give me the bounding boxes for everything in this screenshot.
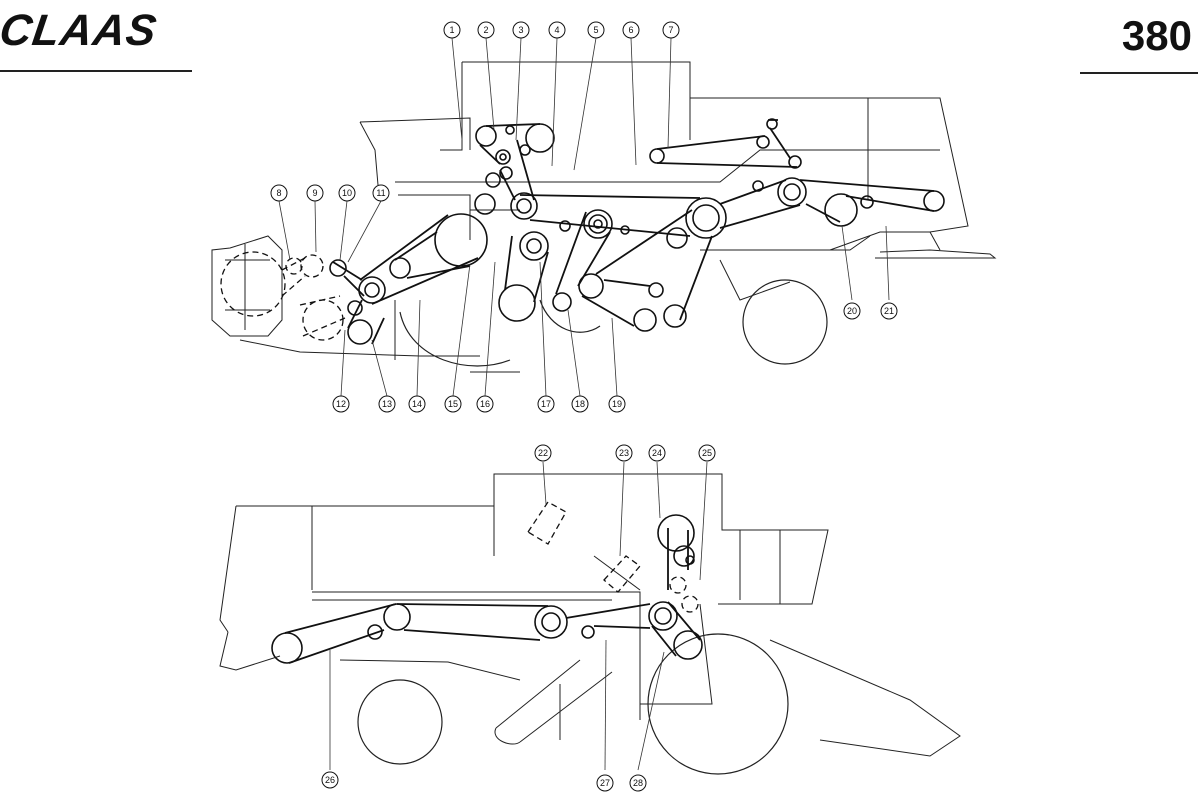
- top-dashed-parts: [220, 251, 346, 341]
- svg-text:20: 20: [847, 306, 857, 316]
- page-number-divider: [1080, 72, 1198, 74]
- svg-text:19: 19: [612, 399, 622, 409]
- svg-text:7: 7: [668, 25, 673, 35]
- callout-3: 3: [512, 21, 530, 39]
- svg-text:22: 22: [538, 448, 548, 458]
- callout-27: 27: [596, 774, 614, 792]
- svg-text:24: 24: [652, 448, 662, 458]
- callout-17: 17: [537, 395, 555, 413]
- top-front-wheel-arc: [399, 311, 511, 367]
- svg-text:8: 8: [276, 188, 281, 198]
- callout-16: 16: [476, 395, 494, 413]
- svg-text:1: 1: [449, 25, 454, 35]
- callouts: 1 2 3 4 5 6 7 8 9 10 11 12 13 14 15 16 1…: [270, 21, 898, 792]
- callout-20: 20: [843, 302, 861, 320]
- svg-text:16: 16: [480, 399, 490, 409]
- callout-23: 23: [615, 444, 633, 462]
- callout-8: 8: [270, 184, 288, 202]
- svg-text:14: 14: [412, 399, 422, 409]
- svg-text:10: 10: [342, 188, 352, 198]
- bottom-pulleys: [271, 514, 703, 664]
- svg-text:5: 5: [593, 25, 598, 35]
- top-pulleys: [329, 118, 945, 345]
- callout-5: 5: [587, 21, 605, 39]
- svg-text:6: 6: [628, 25, 633, 35]
- callout-28: 28: [629, 774, 647, 792]
- svg-text:9: 9: [312, 188, 317, 198]
- svg-text:15: 15: [448, 399, 458, 409]
- svg-text:2: 2: [483, 25, 488, 35]
- callout-10: 10: [338, 184, 356, 202]
- callout-1: 1: [443, 21, 461, 39]
- logo-divider: [0, 70, 192, 72]
- callout-24: 24: [648, 444, 666, 462]
- top-leader-lines: [278, 37, 890, 397]
- top-wheels: [399, 279, 828, 367]
- bottom-machine-outline: [219, 473, 961, 757]
- callout-19: 19: [608, 395, 626, 413]
- svg-text:4: 4: [554, 25, 559, 35]
- callout-25: 25: [698, 444, 716, 462]
- top-belts: [332, 119, 935, 345]
- svg-text:28: 28: [633, 778, 643, 788]
- bottom-rear-wheel: [357, 679, 443, 765]
- svg-text:26: 26: [325, 775, 335, 785]
- bottom-belts: [284, 528, 701, 664]
- callout-14: 14: [408, 395, 426, 413]
- callout-12: 12: [332, 395, 350, 413]
- callout-4: 4: [548, 21, 566, 39]
- callout-22: 22: [534, 444, 552, 462]
- bottom-front-wheel: [647, 633, 789, 775]
- svg-text:27: 27: [600, 778, 610, 788]
- svg-text:18: 18: [575, 399, 585, 409]
- callout-11: 11: [372, 184, 390, 202]
- callout-2: 2: [477, 21, 495, 39]
- bottom-dashed-parts: [527, 501, 699, 613]
- callout-13: 13: [378, 395, 396, 413]
- svg-text:11: 11: [376, 188, 385, 198]
- svg-text:23: 23: [619, 448, 629, 458]
- page-number: 380: [1121, 12, 1192, 59]
- svg-text:13: 13: [382, 399, 392, 409]
- top-rear-wheel: [742, 279, 828, 365]
- svg-text:17: 17: [541, 399, 551, 409]
- callout-15: 15: [444, 395, 462, 413]
- callout-26: 26: [321, 771, 339, 789]
- bottom-wheels: [357, 633, 789, 775]
- svg-text:12: 12: [336, 399, 346, 409]
- svg-text:21: 21: [884, 306, 894, 316]
- callout-18: 18: [571, 395, 589, 413]
- callout-9: 9: [306, 184, 324, 202]
- callout-7: 7: [662, 21, 680, 39]
- callout-6: 6: [622, 21, 640, 39]
- svg-text:3: 3: [518, 25, 523, 35]
- callout-21: 21: [880, 302, 898, 320]
- bottom-leader-lines: [329, 461, 708, 771]
- svg-text:25: 25: [702, 448, 712, 458]
- top-machine-outline: [211, 61, 997, 373]
